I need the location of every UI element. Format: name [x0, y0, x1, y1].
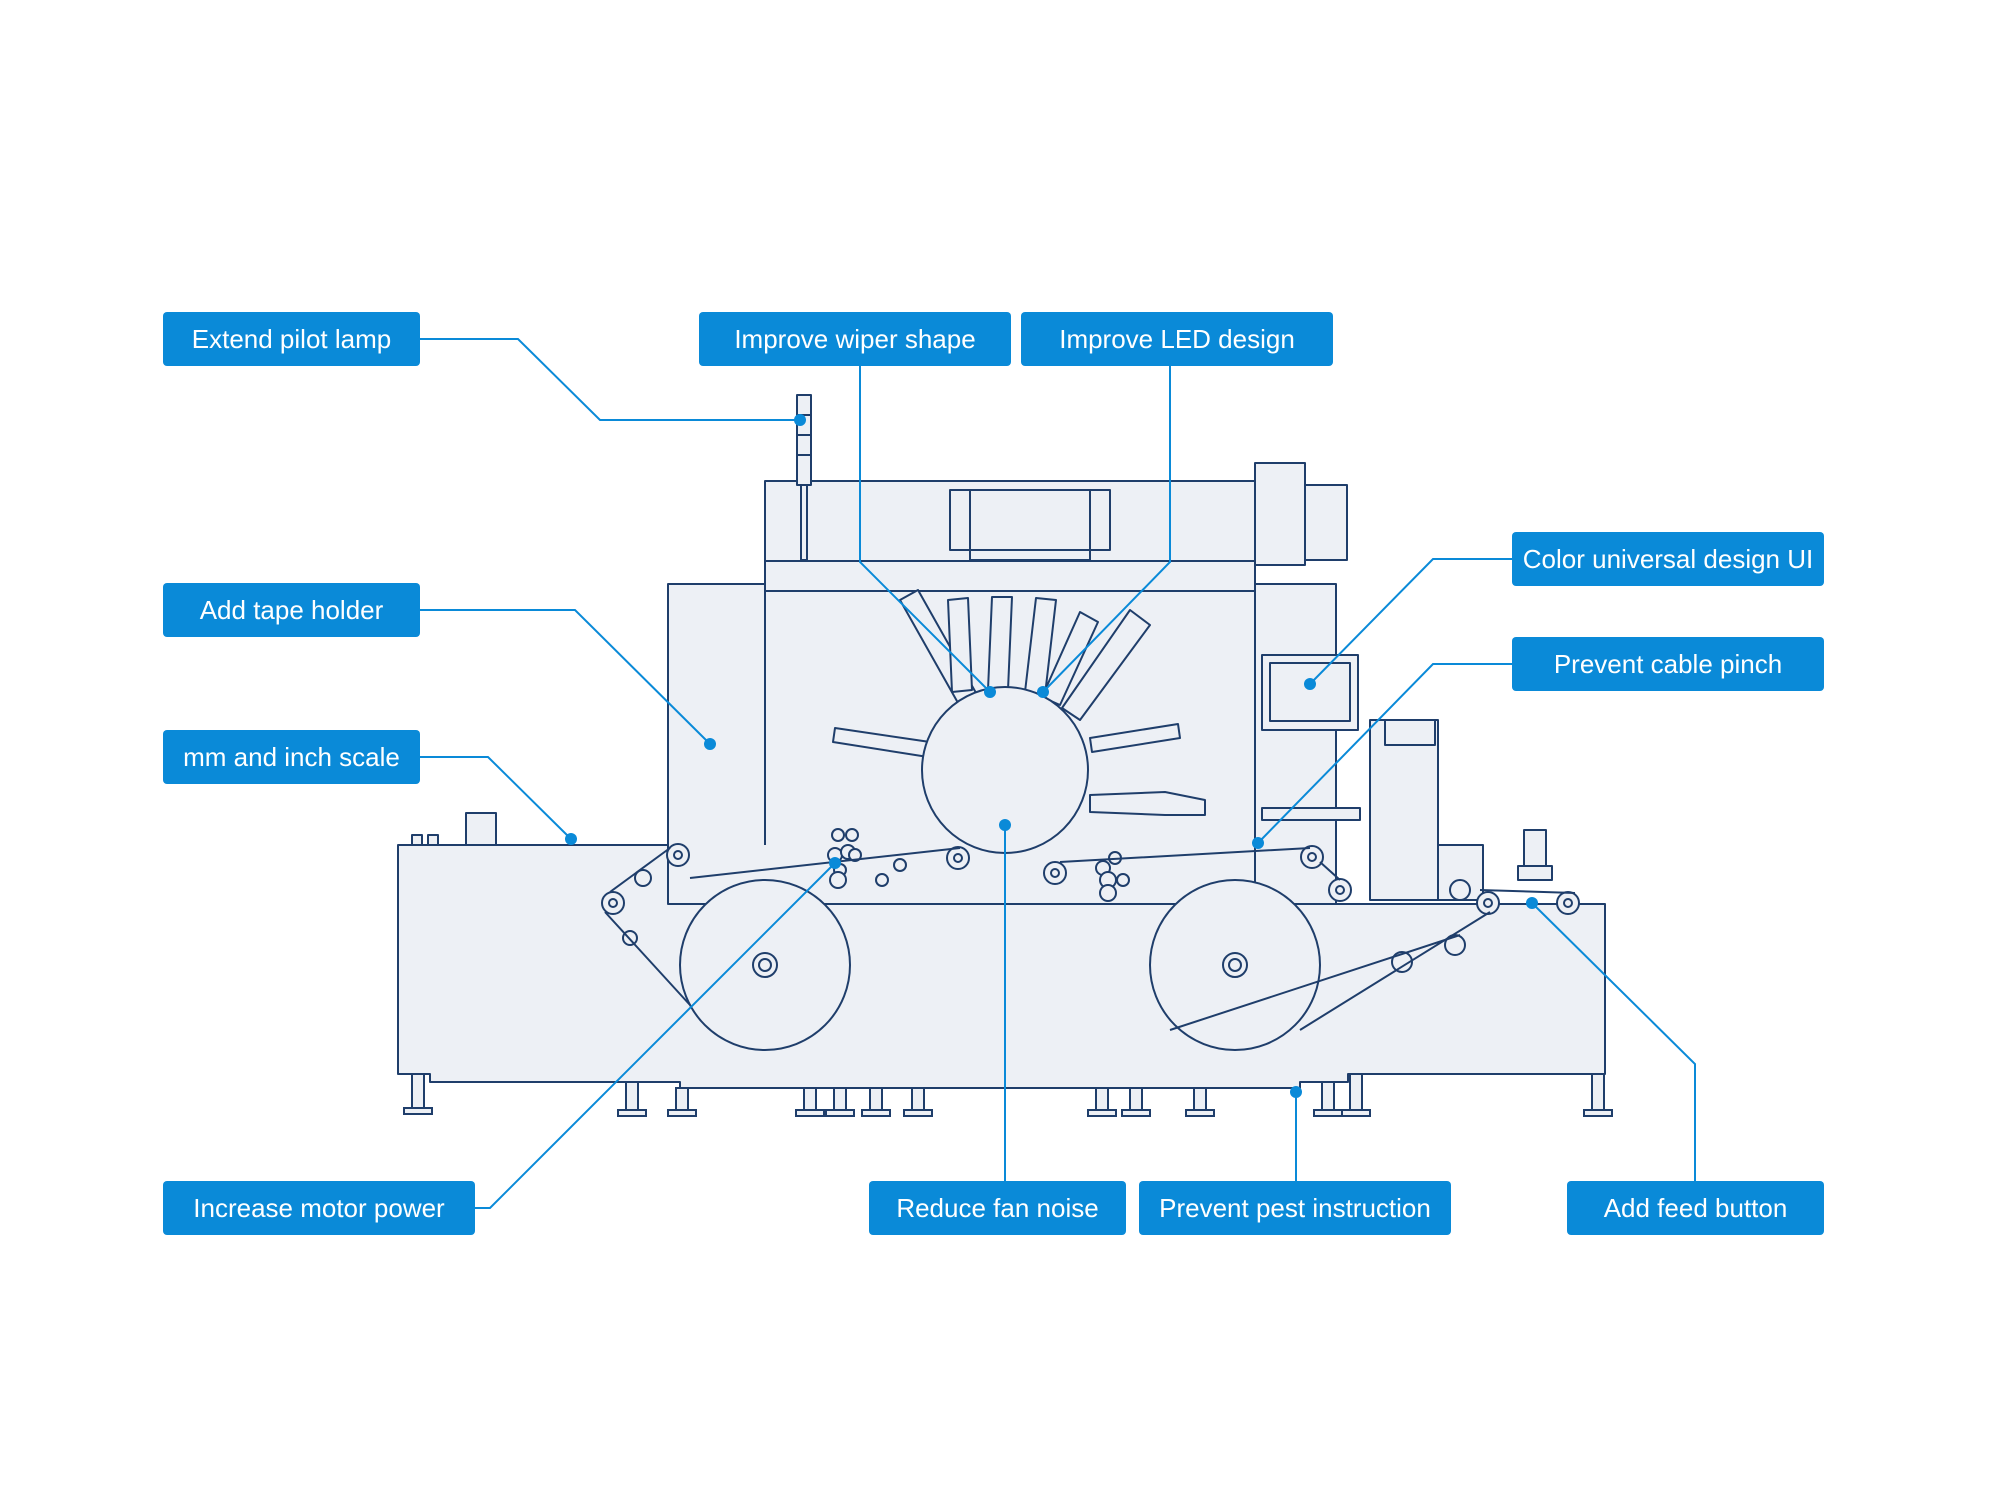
- callout-increase-motor-power: Increase motor power: [163, 1181, 475, 1235]
- callout-label: Add tape holder: [199, 594, 384, 625]
- callout-color-universal-design-ui: Color universal design UI: [1512, 532, 1824, 586]
- callout-improve-led-design: Improve LED design: [1021, 312, 1333, 366]
- callout-label: Reduce fan noise: [896, 1192, 1099, 1223]
- dot-pest: [1290, 1086, 1302, 1098]
- callout-label: Improve wiper shape: [734, 323, 976, 354]
- leader-improve-wiper-shape: [859, 366, 991, 693]
- dot-feed: [1526, 897, 1538, 909]
- callout-label: Prevent cable pinch: [1553, 648, 1783, 679]
- callout-label: Increase motor power: [193, 1192, 445, 1223]
- callout-add-tape-holder: Add tape holder: [163, 583, 420, 637]
- callout-label: Improve LED design: [1059, 323, 1295, 354]
- dot-motor: [829, 857, 841, 869]
- dot-scale: [565, 833, 577, 845]
- leader-dots: [565, 414, 1538, 1098]
- leader-improve-led-design: [1042, 366, 1171, 693]
- callout-label: Add feed button: [1603, 1192, 1788, 1223]
- leader-increase-motor-power: [475, 862, 836, 1209]
- dot-cable: [1252, 837, 1264, 849]
- leader-add-feed-button: [1531, 902, 1696, 1181]
- dot-ui: [1304, 678, 1316, 690]
- callout-label: Color universal design UI: [1522, 543, 1814, 574]
- callout-improve-wiper-shape: Improve wiper shape: [699, 312, 1011, 366]
- dot-fan: [999, 819, 1011, 831]
- leader-lines: [420, 338, 1696, 1209]
- callout-add-feed-button: Add feed button: [1567, 1181, 1824, 1235]
- dot-wiper: [984, 686, 996, 698]
- leader-prevent-cable-pinch: [1257, 663, 1512, 844]
- leader-add-tape-holder: [420, 609, 711, 745]
- callout-prevent-pest-instruction: Prevent pest instruction: [1139, 1181, 1451, 1235]
- wiper-blades: [832, 589, 1206, 816]
- leader-extend-pilot-lamp: [420, 338, 800, 421]
- callout-prevent-cable-pinch: Prevent cable pinch: [1512, 637, 1824, 691]
- dot-led: [1037, 686, 1049, 698]
- callout-label: Extend pilot lamp: [191, 323, 392, 354]
- callout-extend-pilot-lamp: Extend pilot lamp: [163, 312, 420, 366]
- leader-mm-inch-scale: [420, 756, 572, 840]
- dot-tape-holder: [704, 738, 716, 750]
- callout-mm-inch-scale: mm and inch scale: [163, 730, 420, 784]
- leader-color-universal-ui: [1309, 558, 1512, 685]
- callout-reduce-fan-noise: Reduce fan noise: [869, 1181, 1126, 1235]
- rollers-and-web: [601, 686, 1580, 1051]
- machine-feet: [403, 1073, 1613, 1117]
- callout-label: mm and inch scale: [183, 741, 400, 772]
- dot-pilot-lamp: [794, 414, 806, 426]
- callout-label: Prevent pest instruction: [1159, 1192, 1431, 1223]
